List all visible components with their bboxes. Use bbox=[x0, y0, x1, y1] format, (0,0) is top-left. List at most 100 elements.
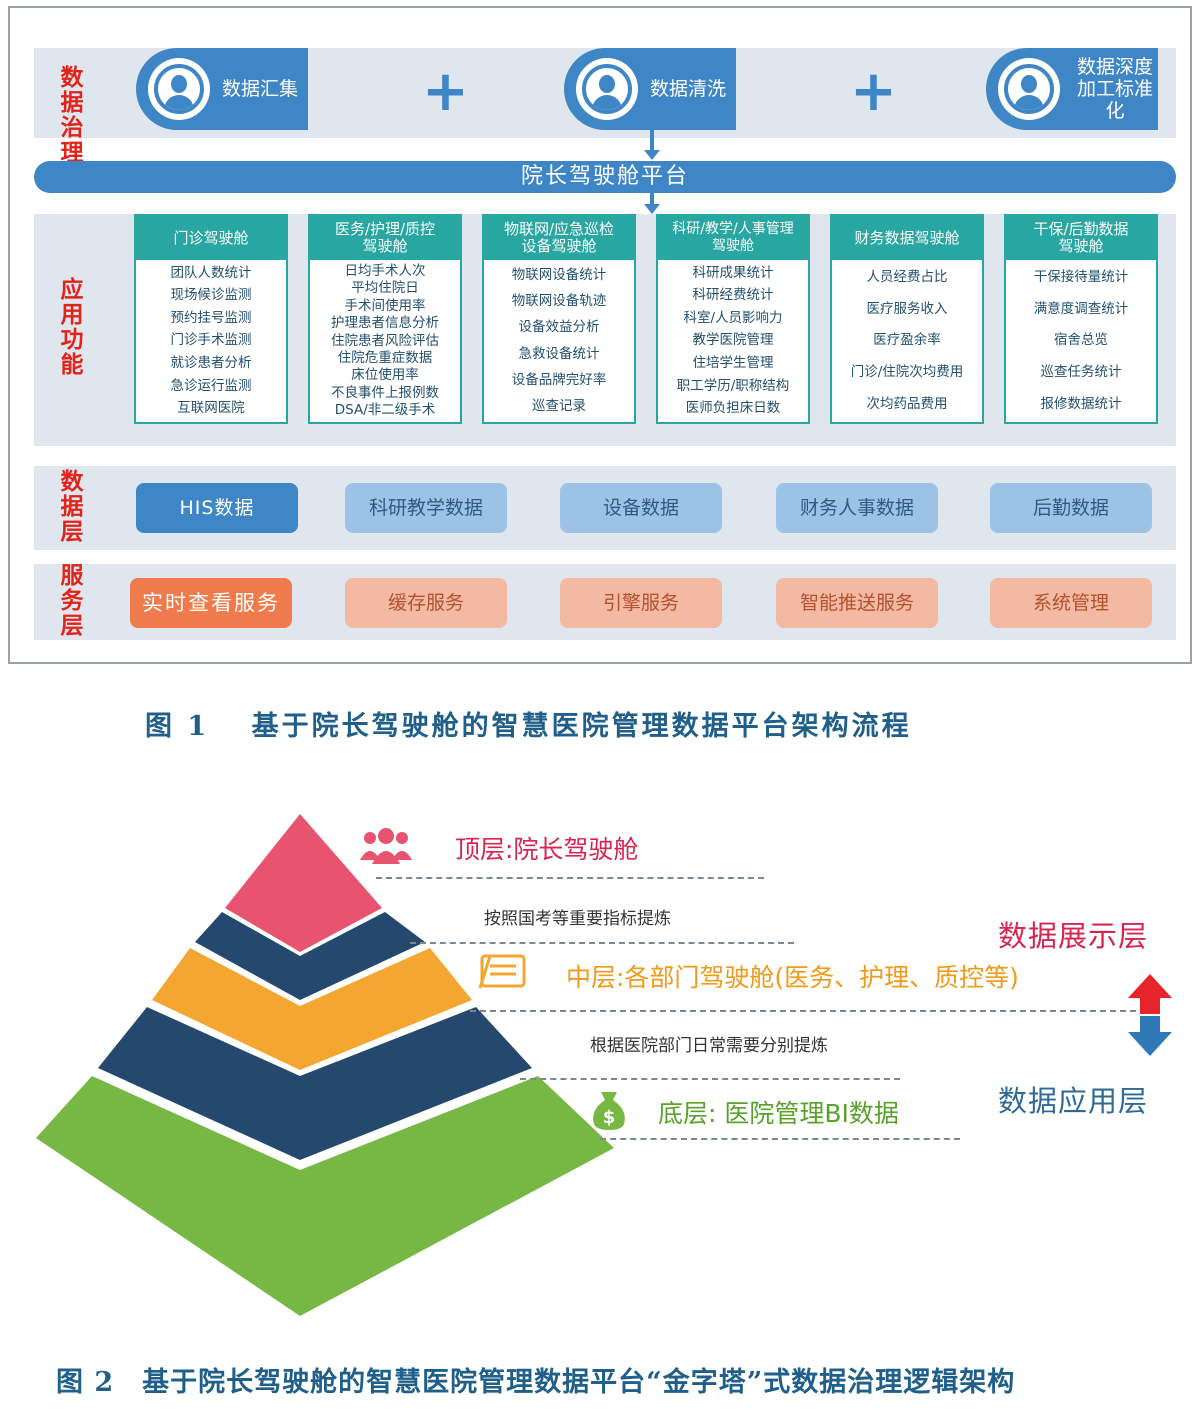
governance-label-line: 数据 bbox=[50, 66, 94, 116]
module-item: 设备效益分析 bbox=[486, 320, 632, 335]
module-item: 物联网设备统计 bbox=[486, 268, 632, 283]
module-item: 医师负担床日数 bbox=[660, 401, 806, 416]
plus-icon: + bbox=[850, 64, 897, 120]
module-items: 日均手术人次 平均住院日 手术间使用率 护理患者信息分析 住院患者风险评估 住院… bbox=[310, 260, 460, 422]
figure-1-caption: 图 1 基于院长驾驶舱的智慧医院管理数据平台架构流程 bbox=[145, 704, 912, 743]
user-avatar-icon bbox=[576, 58, 638, 120]
user-avatar-icon bbox=[148, 58, 210, 120]
module-item: 床位使用率 bbox=[312, 368, 458, 383]
application-layer-label: 数据应用层 bbox=[998, 1078, 1148, 1120]
data-source-research: 科研教学数据 bbox=[345, 483, 507, 533]
module-item: 科研经费统计 bbox=[660, 288, 806, 303]
governance-step-text: 数据深度 bbox=[1072, 56, 1158, 78]
module-item: 门诊手术监测 bbox=[138, 333, 284, 348]
user-avatar-icon bbox=[998, 58, 1060, 120]
module-item: 住培学生管理 bbox=[660, 356, 806, 371]
pyramid bbox=[0, 800, 1200, 1330]
module-item: 物联网设备轨迹 bbox=[486, 294, 632, 309]
module-title-line: 财务数据驾驶舱 bbox=[854, 230, 959, 247]
plus-icon: + bbox=[422, 64, 469, 120]
module-item: 预约挂号监测 bbox=[138, 311, 284, 326]
display-layer-label: 数据展示层 bbox=[998, 913, 1148, 955]
data-source-logistics: 后勤数据 bbox=[990, 483, 1152, 533]
module-item: 教学医院管理 bbox=[660, 333, 806, 348]
module-item: 宿舍总览 bbox=[1008, 333, 1154, 348]
module-items: 团队人数统计 现场候诊监测 预约挂号监测 门诊手术监测 就诊患者分析 急诊运行监… bbox=[136, 260, 286, 422]
service-cache: 缓存服务 bbox=[345, 578, 507, 628]
module-item: 职工学历/职称结构 bbox=[660, 379, 806, 394]
pyramid-bottom-label: 底层: 医院管理BI数据 bbox=[658, 1094, 899, 1130]
service-system-admin: 系统管理 bbox=[990, 578, 1152, 628]
module-title: 医务/护理/质控 驾驶舱 bbox=[310, 216, 460, 260]
module-research-teaching-hr: 科研/教学/人事管理 驾驶舱 科研成果统计 科研经费统计 科室/人员影响力 教学… bbox=[656, 214, 810, 424]
module-title-line: 驾驶舱 bbox=[672, 238, 793, 255]
module-title: 财务数据驾驶舱 bbox=[832, 216, 982, 260]
people-icon bbox=[358, 826, 414, 866]
leader-line bbox=[470, 1010, 1146, 1012]
module-finance: 财务数据驾驶舱 人员经费占比 医疗服务收入 医疗盈余率 门诊/住院次均费用 次均… bbox=[830, 214, 984, 424]
module-medical-nursing-qc: 医务/护理/质控 驾驶舱 日均手术人次 平均住院日 手术间使用率 护理患者信息分… bbox=[308, 214, 462, 424]
application-label-char: 功 bbox=[50, 328, 94, 353]
governance-step-collect: 数据汇集 bbox=[136, 48, 308, 130]
module-outpatient: 门诊驾驶舱 团队人数统计 现场候诊监测 预约挂号监测 门诊手术监测 就诊患者分析… bbox=[134, 214, 288, 424]
module-item: 巡查记录 bbox=[486, 399, 632, 414]
service-engine: 引擎服务 bbox=[560, 578, 722, 628]
module-item: 手术间使用率 bbox=[312, 299, 458, 314]
module-title: 干保/后勤数据 驾驶舱 bbox=[1006, 216, 1156, 260]
leader-line bbox=[376, 877, 764, 879]
module-title-line: 门诊驾驶舱 bbox=[173, 230, 248, 247]
module-item: 次均药品费用 bbox=[834, 397, 980, 412]
data-layer-label-char: 数 bbox=[50, 470, 94, 495]
module-title: 物联网/应急巡检 设备驾驶舱 bbox=[484, 216, 634, 260]
data-layer-label: 数 据 层 bbox=[50, 470, 94, 545]
module-item: 门诊/住院次均费用 bbox=[834, 365, 980, 380]
application-label-char: 应 bbox=[50, 278, 94, 303]
module-title-line: 科研/教学/人事管理 bbox=[672, 221, 793, 238]
figure-1-architecture: 数据 治理 数据汇集 + 数据清洗 + 数据深度 加工标准化 院长驾驶舱平台 应… bbox=[8, 6, 1192, 664]
module-healthcare-logistics: 干保/后勤数据 驾驶舱 干保接待量统计 满意度调查统计 宿舍总览 巡查任务统计 … bbox=[1004, 214, 1158, 424]
module-item: 设备品牌完好率 bbox=[486, 373, 632, 388]
module-item: 团队人数统计 bbox=[138, 266, 284, 281]
governance-label: 数据 治理 bbox=[50, 66, 94, 166]
governance-step-text: 数据汇集 bbox=[222, 78, 298, 100]
module-iot-equipment: 物联网/应急巡检 设备驾驶舱 物联网设备统计 物联网设备轨迹 设备效益分析 急救… bbox=[482, 214, 636, 424]
module-title-line: 物联网/应急巡检 bbox=[504, 221, 614, 238]
governance-step-text: 数据清洗 bbox=[650, 78, 726, 100]
module-title-line: 干保/后勤数据 bbox=[1033, 221, 1128, 238]
module-item: 平均住院日 bbox=[312, 281, 458, 296]
service-layer-label-char: 务 bbox=[50, 589, 94, 614]
module-item: DSA/非二级手术 bbox=[312, 403, 458, 418]
application-label: 应 用 功 能 bbox=[50, 278, 94, 378]
module-items: 人员经费占比 医疗服务收入 医疗盈余率 门诊/住院次均费用 次均药品费用 bbox=[832, 260, 982, 422]
service-smart-push: 智能推送服务 bbox=[776, 578, 938, 628]
module-items: 干保接待量统计 满意度调查统计 宿舍总览 巡查任务统计 报修数据统计 bbox=[1006, 260, 1156, 422]
arrow-down-icon bbox=[644, 150, 660, 160]
module-title-line: 驾驶舱 bbox=[335, 238, 435, 255]
up-down-arrow-icon bbox=[1126, 972, 1174, 1058]
module-item: 现场候诊监测 bbox=[138, 288, 284, 303]
pyramid-middle-note: 根据医院部门日常需要分别提炼 bbox=[590, 1031, 828, 1056]
module-item: 巡查任务统计 bbox=[1008, 365, 1154, 380]
service-realtime: 实时查看服务 bbox=[130, 578, 292, 628]
service-layer-label-char: 层 bbox=[50, 614, 94, 639]
application-label-char: 能 bbox=[50, 353, 94, 378]
module-item: 住院危重症数据 bbox=[312, 351, 458, 366]
module-item: 医疗服务收入 bbox=[834, 302, 980, 317]
module-item: 就诊患者分析 bbox=[138, 356, 284, 371]
data-layer-label-char: 层 bbox=[50, 520, 94, 545]
module-item: 互联网医院 bbox=[138, 401, 284, 416]
arrow-down-icon bbox=[644, 204, 660, 214]
platform-bar: 院长驾驶舱平台 bbox=[34, 161, 1176, 193]
module-title: 科研/教学/人事管理 驾驶舱 bbox=[658, 216, 808, 260]
pyramid-middle-label: 中层:各部门驾驶舱(医务、护理、质控等) bbox=[566, 958, 1019, 994]
module-title: 门诊驾驶舱 bbox=[136, 216, 286, 260]
leader-line bbox=[410, 942, 794, 944]
module-item: 科研成果统计 bbox=[660, 266, 806, 281]
data-source-equipment: 设备数据 bbox=[560, 483, 722, 533]
module-item: 人员经费占比 bbox=[834, 270, 980, 285]
module-title-line: 医务/护理/质控 bbox=[335, 221, 435, 238]
module-item: 医疗盈余率 bbox=[834, 333, 980, 348]
governance-step-text: 加工标准化 bbox=[1072, 78, 1158, 122]
governance-step-standardize: 数据深度 加工标准化 bbox=[986, 48, 1158, 130]
module-item: 科室/人员影响力 bbox=[660, 311, 806, 326]
